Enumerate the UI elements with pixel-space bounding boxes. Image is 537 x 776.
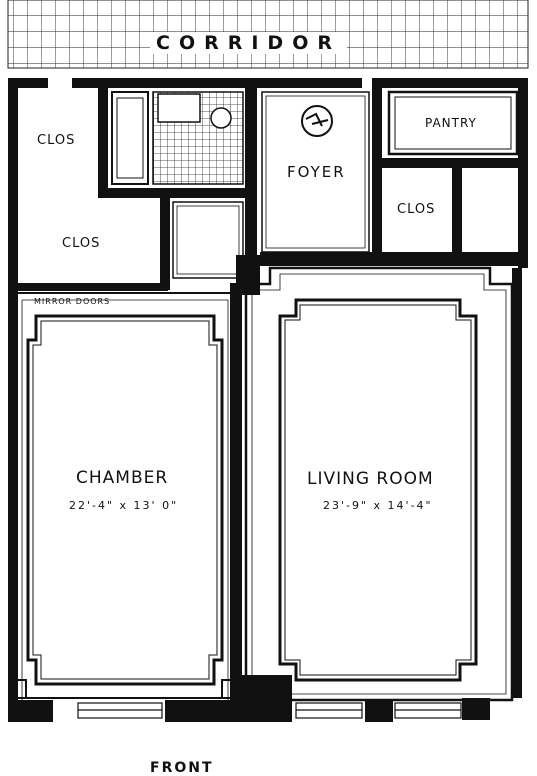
mirror-doors-label: MIRROR DOORS	[34, 297, 111, 306]
closet-outlines	[172, 201, 452, 279]
closet-top-left-label: CLOS	[37, 133, 76, 148]
front-label: FRONT	[150, 760, 214, 776]
chamber-moulding	[11, 292, 237, 700]
chamber-dimensions: 22'-4" x 13' 0"	[69, 499, 179, 512]
closet-right-label: CLOS	[397, 202, 436, 217]
living-room-dimensions: 23'-9" x 14'-4"	[323, 499, 433, 512]
exterior-walls	[8, 78, 528, 722]
interior-walls	[18, 88, 518, 703]
closet-mid-left-label: CLOS	[62, 236, 101, 251]
foyer-frame	[261, 91, 370, 253]
front-windows	[77, 702, 462, 719]
bathroom	[111, 91, 244, 185]
living-room-label: LIVING ROOM	[307, 469, 434, 489]
corridor-label: CORRIDOR	[150, 32, 347, 54]
chamber-label: CHAMBER	[76, 468, 169, 488]
pantry-label: PANTRY	[425, 116, 477, 130]
pantry-counter	[387, 90, 519, 156]
living-room-moulding	[244, 266, 514, 702]
foyer-label: FOYER	[287, 163, 346, 181]
